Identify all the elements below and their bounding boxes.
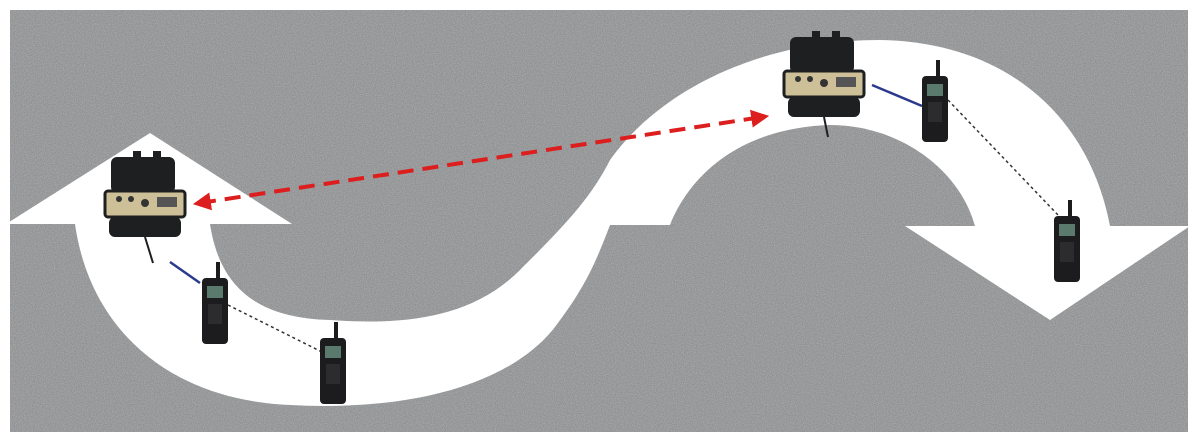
case-lid <box>790 37 854 73</box>
case-base <box>109 217 181 237</box>
case-lid <box>111 157 175 193</box>
case-base <box>788 97 860 117</box>
